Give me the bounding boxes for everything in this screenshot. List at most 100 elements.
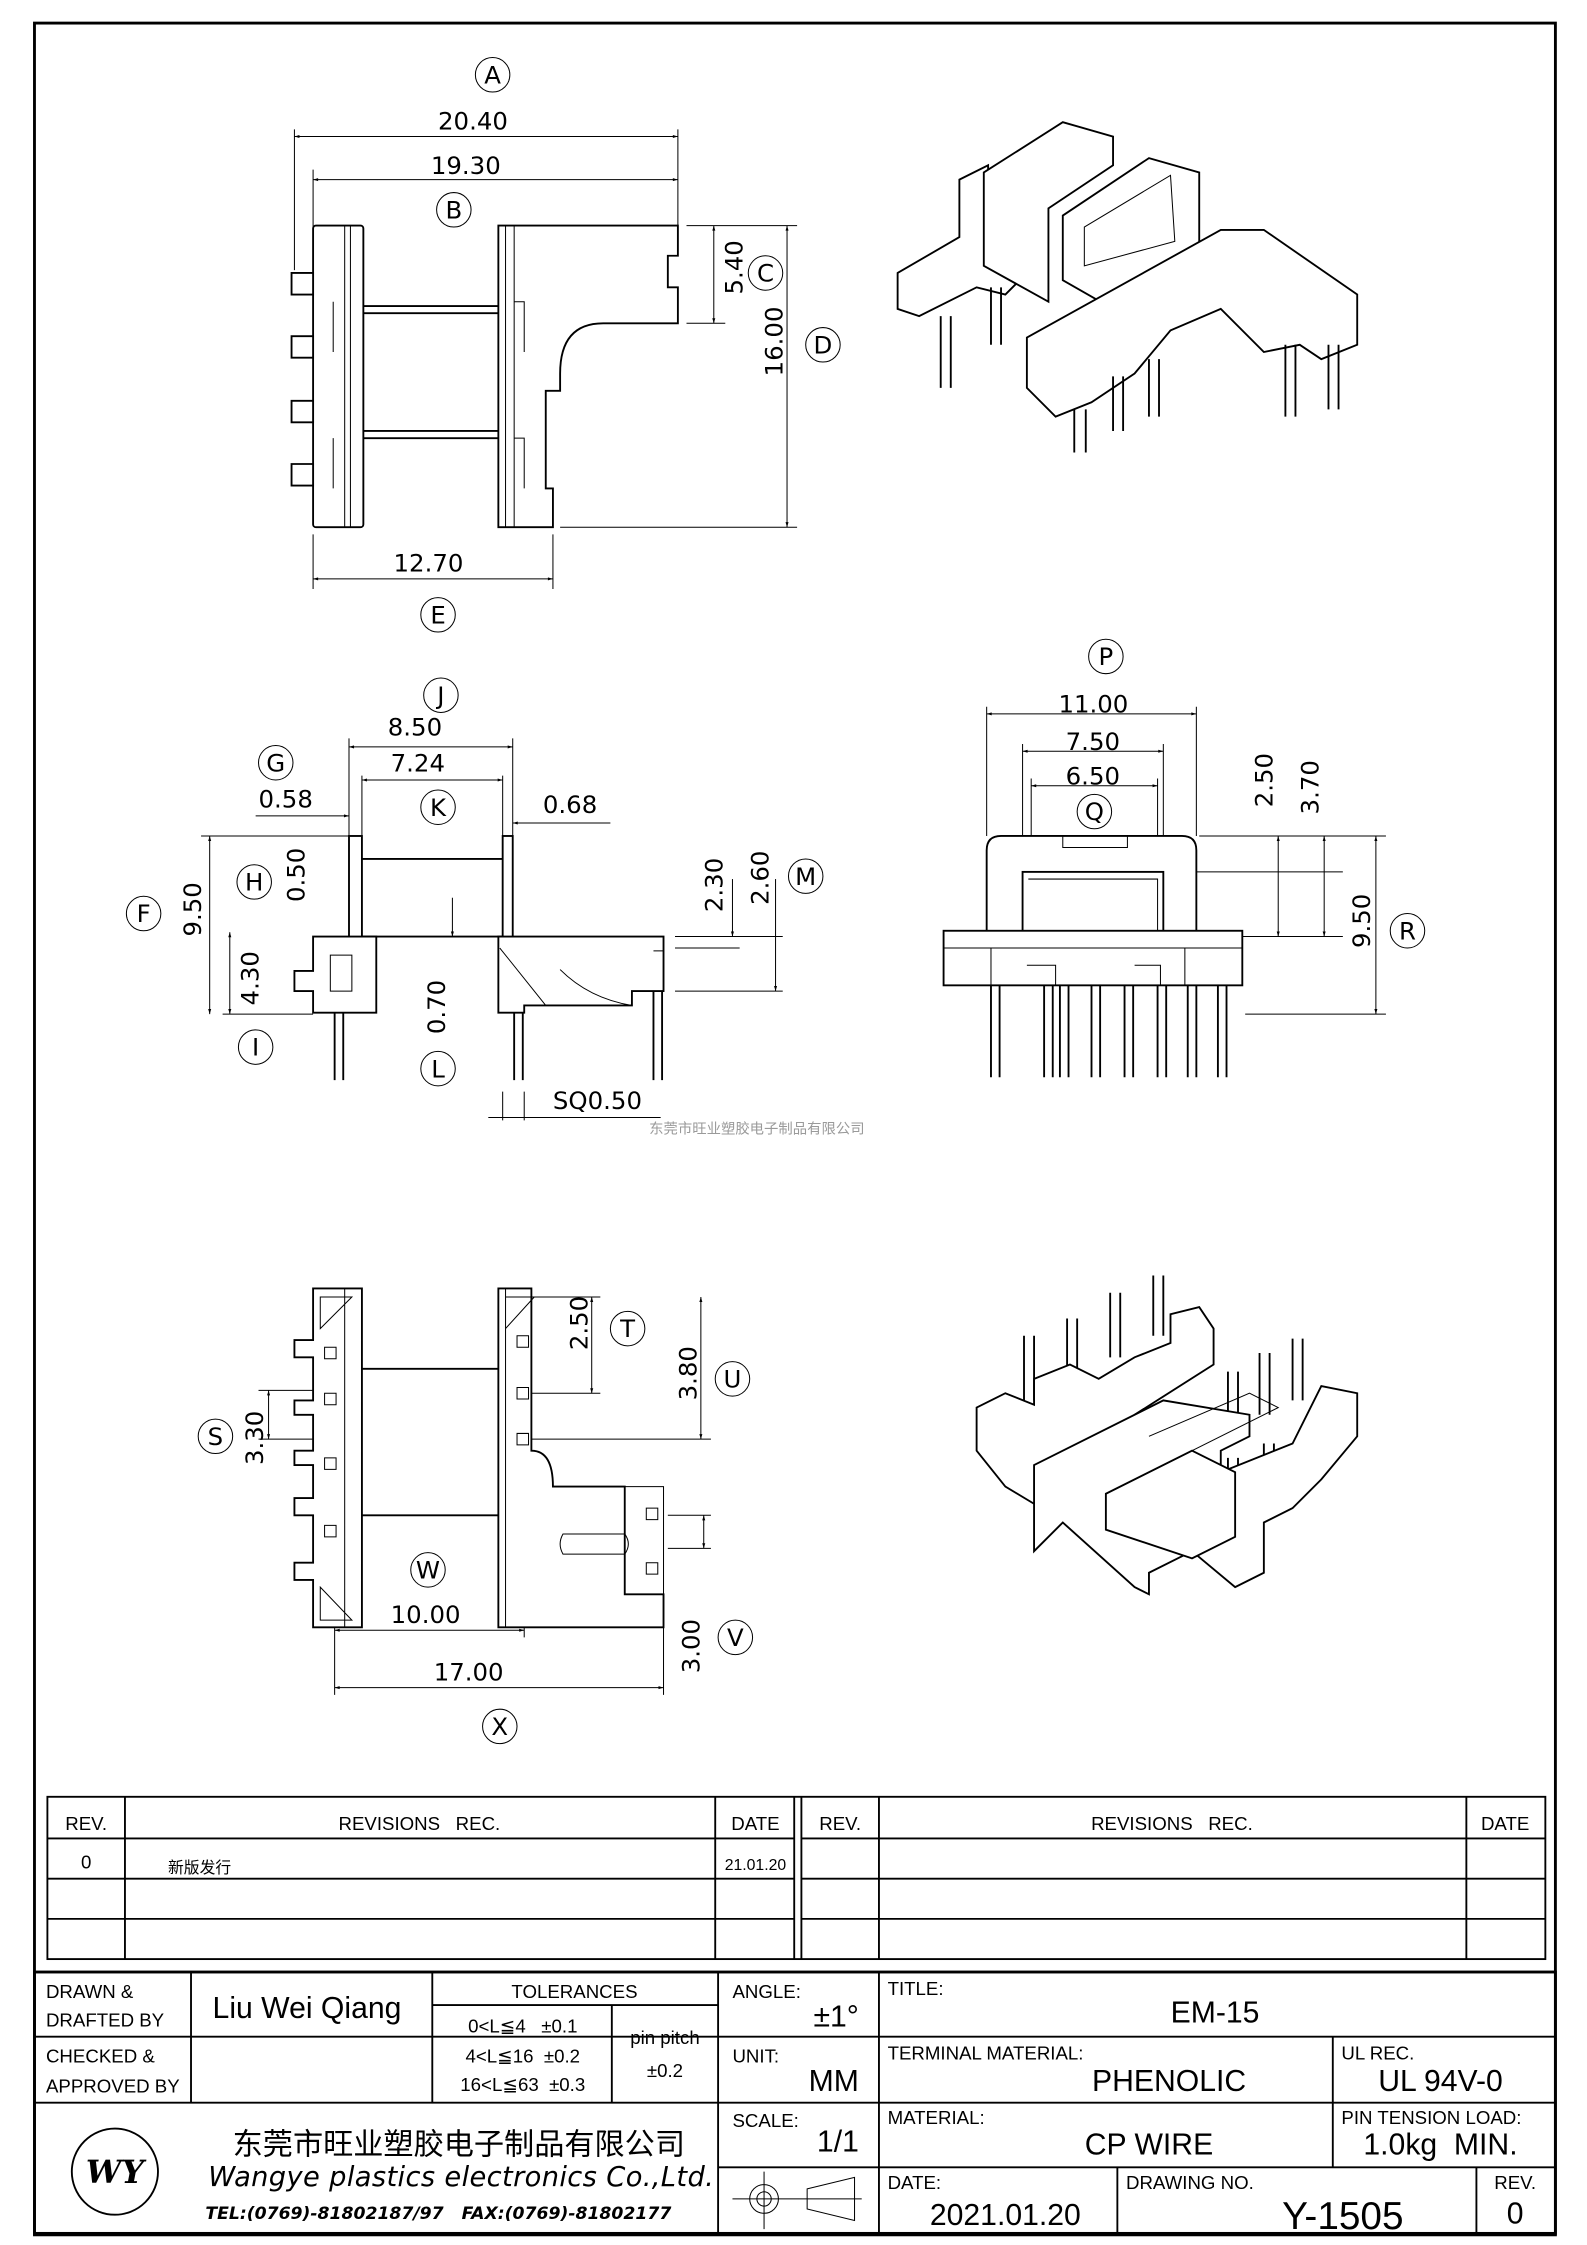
svg-text:L: L xyxy=(431,1054,445,1083)
checked-label-1: CHECKED & xyxy=(46,2045,155,2066)
scale-value: 1/1 xyxy=(817,2126,859,2159)
svg-text:X: X xyxy=(491,1712,508,1741)
material-label: MATERIAL: xyxy=(888,2107,985,2128)
dim-flange-span: 8.50 xyxy=(388,712,442,741)
top-view: 20.40 19.30 5.40 16.00 12.70 A B C D E xyxy=(290,57,841,633)
callout-f: F xyxy=(125,895,162,932)
svg-text:V: V xyxy=(727,1623,744,1652)
dim-window-inner: 6.50 xyxy=(1066,761,1120,790)
rev-label: REV. xyxy=(1494,2172,1536,2193)
svg-text:W: W xyxy=(416,1555,440,1584)
dim-front-width: 11.00 xyxy=(1058,689,1128,718)
tolerances-label: TOLERANCES xyxy=(511,1981,637,2002)
callout-q: Q xyxy=(1076,793,1113,830)
svg-text:J: J xyxy=(435,681,444,710)
svg-text:E: E xyxy=(430,600,445,629)
checked-label-2: APPROVED BY xyxy=(46,2076,180,2097)
callout-u: U xyxy=(714,1361,751,1397)
isometric-view-top xyxy=(896,121,1359,453)
revision-row-rev: 0 xyxy=(81,1852,91,1873)
callout-t: T xyxy=(609,1310,646,1347)
dim-pin-row: 3.80 xyxy=(674,1346,703,1400)
callout-p: P xyxy=(1088,638,1124,675)
dim-pin-pitch: 3.30 xyxy=(240,1411,269,1465)
dim-arm-width: 5.40 xyxy=(720,240,749,294)
dim-front-height: 9.50 xyxy=(1347,894,1376,948)
svg-text:D: D xyxy=(814,330,833,359)
dim-base-gap: 0.70 xyxy=(422,980,451,1034)
unit-label: UNIT: xyxy=(732,2045,779,2066)
company-name-cn: 东莞市旺业塑胶电子制品有限公司 xyxy=(233,2127,685,2162)
terminal-material-label: TERMINAL MATERIAL: xyxy=(888,2043,1084,2064)
svg-text:T: T xyxy=(619,1314,635,1343)
callout-v: V xyxy=(717,1619,754,1656)
bottom-view: 2.50 3.80 3.30 10.00 17.00 3.00 S T U V … xyxy=(197,1287,754,1745)
dim-base-total: 2.60 xyxy=(745,851,774,905)
callout-l: L xyxy=(420,1050,456,1087)
watermark: 东莞市旺业塑胶电子制品有限公司 xyxy=(649,1120,864,1137)
drawn-label-2: DRAFTED BY xyxy=(46,2010,165,2031)
dim-flange-left: 0.58 xyxy=(259,784,313,813)
pin-tension-label: PIN TENSION LOAD: xyxy=(1341,2107,1521,2128)
callout-d: D xyxy=(805,327,841,363)
drawn-label-1: DRAWN & xyxy=(46,1981,134,2002)
callout-e: E xyxy=(420,597,456,633)
dim-overall-length: 20.40 xyxy=(438,106,508,135)
callout-s: S xyxy=(197,1418,234,1455)
pin-tension-value: 1.0kg MIN. xyxy=(1363,2128,1517,2161)
callout-r: R xyxy=(1389,913,1426,949)
dim-core-length: 7.24 xyxy=(391,748,445,777)
svg-text:P: P xyxy=(1099,642,1114,671)
callout-g: G xyxy=(258,744,294,781)
angle-value: ±1° xyxy=(813,2001,858,2034)
callout-i: I xyxy=(237,1029,274,1065)
svg-text:WY: WY xyxy=(86,2154,147,2191)
pin-pitch-label: pin pitch xyxy=(630,2027,700,2048)
ul-rec-value: UL 94V-0 xyxy=(1378,2065,1503,2098)
terminal-material-value: PHENOLIC xyxy=(1092,2065,1246,2098)
dim-bottom-core: 10.00 xyxy=(391,1600,461,1629)
svg-text:S: S xyxy=(208,1422,224,1451)
callout-x: X xyxy=(482,1708,518,1745)
date-header-left: DATE xyxy=(731,1813,779,1834)
dim-height: 9.50 xyxy=(178,882,207,936)
callout-a: A xyxy=(474,57,511,93)
drawn-by: Liu Wei Qiang xyxy=(213,1992,402,2025)
svg-text:B: B xyxy=(445,195,462,224)
svg-text:R: R xyxy=(1399,916,1416,945)
dim-flange-right: 0.68 xyxy=(543,790,597,819)
callout-b: B xyxy=(436,192,472,228)
revisions-header-right: REVISIONS REC. xyxy=(1091,1813,1253,1834)
scale-label: SCALE: xyxy=(732,2110,798,2131)
callout-k: K xyxy=(420,789,456,825)
dim-inner-length: 19.30 xyxy=(431,151,501,180)
dim-base-top: 2.30 xyxy=(699,858,728,912)
dim-base-height: 4.30 xyxy=(236,951,265,1005)
dim-bottom-length: 17.00 xyxy=(434,1657,504,1686)
callout-w: W xyxy=(410,1552,446,1588)
callout-m: M xyxy=(787,858,824,894)
drawing-no-value: Y-1505 xyxy=(1282,2195,1403,2238)
pin-pitch-value: ±0.2 xyxy=(647,2060,683,2081)
angle-label: ANGLE: xyxy=(732,1981,800,2002)
drawing-no-label: DRAWING NO. xyxy=(1126,2172,1254,2193)
date-header-right: DATE xyxy=(1481,1813,1529,1834)
projection-symbol-icon xyxy=(732,2171,862,2230)
svg-text:F: F xyxy=(137,899,151,928)
svg-text:I: I xyxy=(252,1033,259,1062)
dim-step: 0.50 xyxy=(281,848,310,902)
isometric-view-bottom xyxy=(975,1275,1359,1596)
side-view: 8.50 7.24 0.58 0.68 0.50 9.50 4.30 0.70 … xyxy=(125,677,824,1121)
dim-window-outer: 7.50 xyxy=(1066,727,1120,756)
dim-side-pin: 3.00 xyxy=(676,1619,705,1673)
revisions-header-left: REVISIONS REC. xyxy=(339,1813,501,1834)
dim-depth: 16.00 xyxy=(760,307,789,377)
svg-text:C: C xyxy=(757,259,774,288)
dim-width: 12.70 xyxy=(394,549,464,578)
date-label: DATE: xyxy=(888,2172,942,2193)
dim-pin-square: SQ0.50 xyxy=(553,1086,642,1115)
date-value: 2021.01.20 xyxy=(930,2199,1081,2232)
svg-text:M: M xyxy=(795,862,816,891)
tolerance-1: 0<L≦4 ±0.1 xyxy=(468,2015,577,2036)
